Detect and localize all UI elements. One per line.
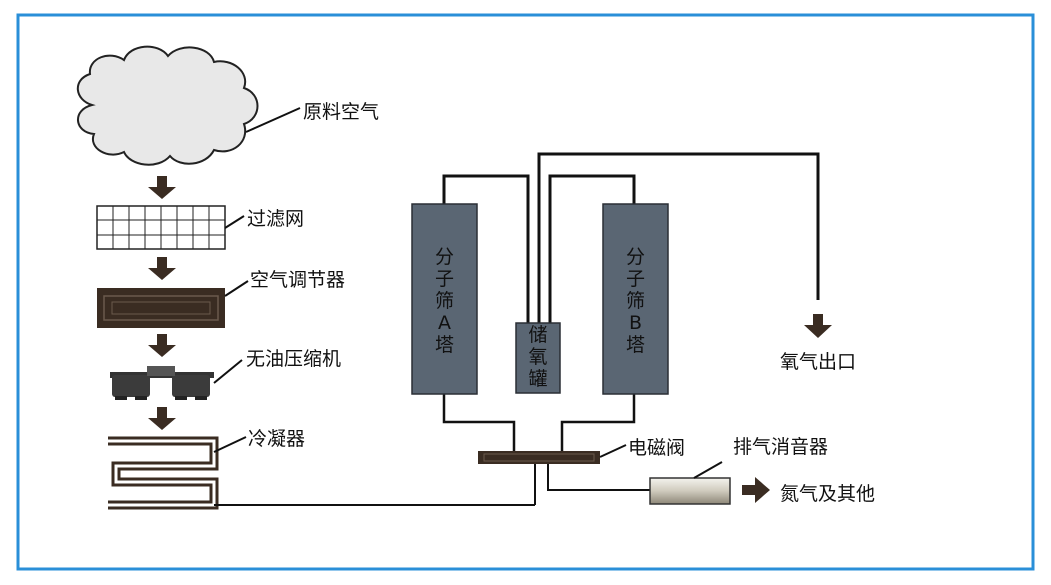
tower-a-char: 塔 [434,334,454,356]
tower-a-char: 筛 [434,290,454,312]
label-nitrogen-other: 氮气及其他 [780,483,876,505]
arrow-down-icon [148,334,176,357]
storage-tank-char: 罐 [528,368,548,390]
label-solenoid-valve: 电磁阀 [628,437,686,459]
solenoid-valve [478,451,600,464]
tower-b-label: 分 子 筛 B 塔 [603,246,668,356]
tower-a-char: 分 [434,246,454,268]
tower-b-char: 分 [625,246,645,268]
arrow-down-icon [148,257,176,280]
tower-b-char: B [628,312,643,334]
storage-tank-char: 储 [528,324,548,346]
tower-b-char: 子 [625,268,645,290]
label-compressor: 无油压缩机 [246,348,342,370]
arrow-down-icon [148,176,176,199]
air-regulator [97,288,225,328]
diagram-frame [16,13,1035,571]
cloud-icon [76,45,259,166]
filter-mesh [96,205,226,250]
tower-b-char: 筛 [625,290,645,312]
compressor [110,366,214,400]
storage-tank-label: 储 氧 罐 [516,324,560,390]
storage-tank-char: 氧 [528,346,548,368]
tower-a-char: A [438,312,451,334]
label-air-regulator: 空气调节器 [250,269,346,291]
condenser-coil [108,436,219,510]
label-raw-air: 原料空气 [303,101,380,123]
tower-a [411,203,478,395]
label-condenser: 冷凝器 [248,428,306,450]
muffler [649,477,731,505]
label-muffler: 排气消音器 [733,436,829,458]
tower-a-char: 子 [434,268,454,290]
label-filter: 过滤网 [247,208,305,230]
tower-a-label: 分 子 筛 A 塔 [412,246,477,356]
arrow-right-icon [742,477,770,503]
tower-b [602,203,669,395]
label-oxygen-outlet: 氧气出口 [780,351,857,373]
storage-tank [515,322,561,394]
arrow-down-icon [148,407,176,430]
tower-b-char: 塔 [625,334,645,356]
arrow-down-icon [804,314,832,338]
